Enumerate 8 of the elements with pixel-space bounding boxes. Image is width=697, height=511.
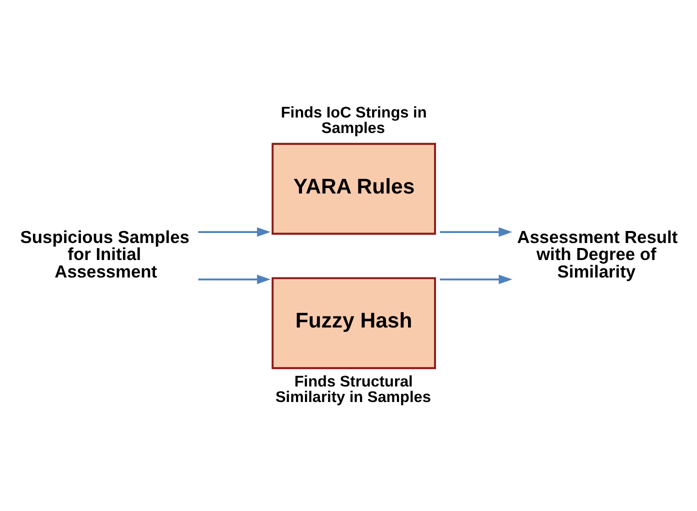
node-label: Finds IoC Strings in Samples [280,104,427,138]
node-text: Suspicious Samples for Initial Assessment [20,226,190,282]
arrow [440,274,512,284]
arrow [198,227,271,237]
arrow [440,227,512,237]
arrow [198,274,271,284]
node-label: Finds Structural Similarity in Samples [276,373,431,406]
node-text: Assessment Result with Degree of Similarity [517,226,678,282]
